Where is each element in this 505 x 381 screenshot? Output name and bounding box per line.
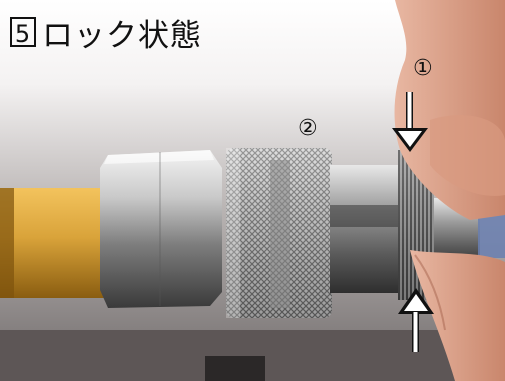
step-number-box: 5 [10,17,36,48]
marker-2-label: ② [298,116,318,141]
marker-1-label: ① [413,56,433,81]
caption-text: ロック状態 [42,17,202,54]
caption-title: 5 ロック状態 [10,8,202,56]
